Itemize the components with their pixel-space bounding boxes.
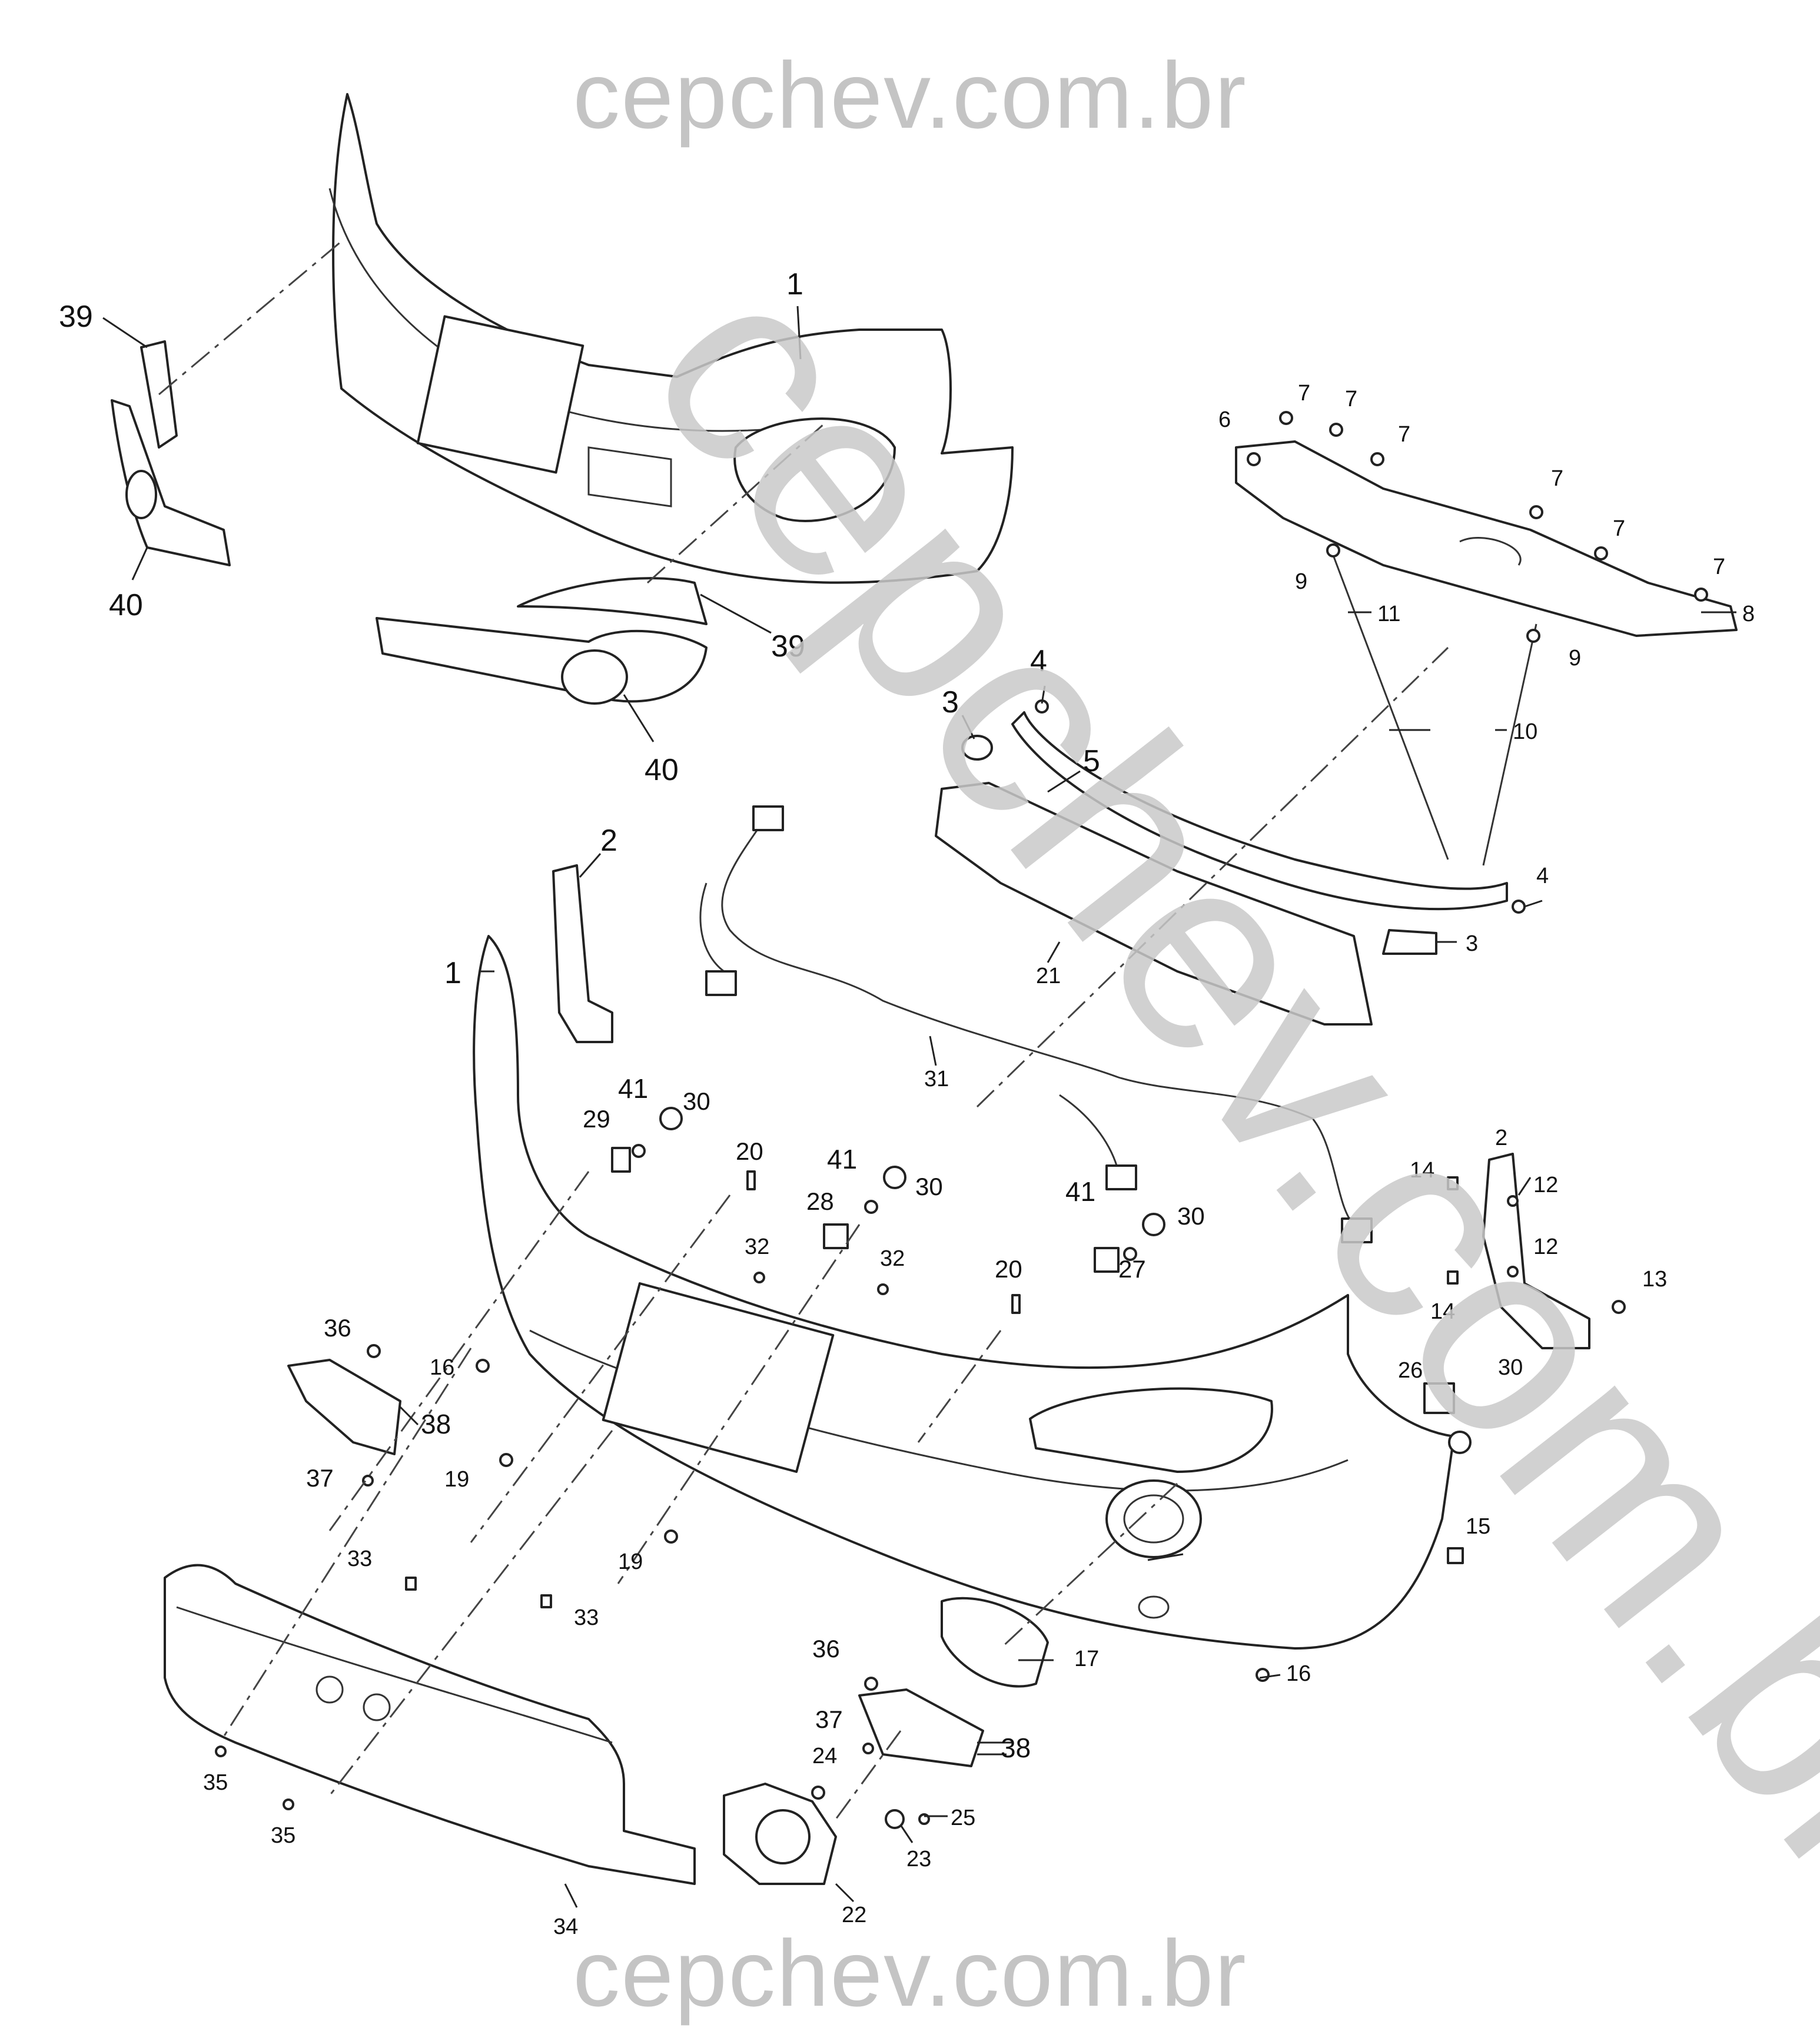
- wiring-harness: [699, 805, 1373, 1243]
- callout-11: 11: [1377, 602, 1400, 626]
- callout-1: 1: [786, 267, 803, 301]
- callout-5: 5: [1083, 744, 1100, 778]
- right-lower-bracket: [858, 1688, 984, 1767]
- callout-1: 1: [444, 956, 461, 990]
- left-side-bracket: [552, 864, 613, 1043]
- callout-33: 33: [574, 1605, 599, 1630]
- callout-36: 36: [324, 1314, 351, 1342]
- callout-30: 30: [915, 1173, 943, 1200]
- callout-7: 7: [1345, 387, 1357, 412]
- callout-34: 34: [553, 1914, 578, 1939]
- callout-22: 22: [842, 1903, 866, 1927]
- callout-8: 8: [1742, 602, 1755, 626]
- callout-7: 7: [1398, 422, 1410, 447]
- callout-2: 2: [600, 824, 617, 858]
- alignment-lines: [158, 240, 1449, 1820]
- callout-35: 35: [203, 1770, 228, 1795]
- callout-10: 10: [1513, 719, 1537, 744]
- lower-valance: [164, 1564, 696, 1885]
- callout-37: 37: [815, 1705, 843, 1733]
- callout-38: 38: [1001, 1733, 1031, 1763]
- energy-absorber: [935, 782, 1373, 1026]
- callout-40: 40: [645, 753, 679, 787]
- right-grille-trim-upper: [517, 577, 708, 625]
- callout-16: 16: [1286, 1661, 1311, 1686]
- callout-3: 3: [942, 685, 959, 719]
- callout-12: 12: [1533, 1173, 1558, 1197]
- leader-lines: [102, 306, 1736, 1908]
- callout-33: 33: [347, 1547, 372, 1571]
- callout-20: 20: [736, 1137, 763, 1165]
- callout-40: 40: [109, 588, 143, 622]
- callout-27: 27: [1118, 1255, 1146, 1283]
- front-bumper-fascia: [473, 935, 1455, 1650]
- fog-lamp-assembly: [723, 1783, 837, 1885]
- callout-38: 38: [421, 1409, 451, 1439]
- upper-bumper-fascia: [328, 93, 1014, 584]
- callout-29: 29: [583, 1105, 610, 1133]
- callout-20: 20: [995, 1255, 1022, 1283]
- callout-35: 35: [271, 1823, 295, 1848]
- bumper-pads: [961, 735, 1437, 955]
- callout-25: 25: [951, 1806, 975, 1830]
- callout-4: 4: [1536, 864, 1549, 888]
- callout-labels: 1 39 40 39 40 6 7 7 7 7 7 7 8 9 9 11 10 …: [59, 267, 1755, 1939]
- callout-30: 30: [683, 1087, 710, 1115]
- upper-air-deflector: [1235, 440, 1738, 637]
- callout-31: 31: [924, 1067, 949, 1091]
- support-rods: [1329, 547, 1537, 866]
- callout-24: 24: [812, 1744, 837, 1768]
- callout-23: 23: [906, 1847, 931, 1872]
- callout-37: 37: [306, 1464, 334, 1492]
- callout-9: 9: [1295, 569, 1307, 594]
- watermark-top: cepchev.com.br: [573, 42, 1247, 148]
- callout-32: 32: [880, 1246, 905, 1271]
- callout-7: 7: [1551, 466, 1563, 491]
- right-grille-lower-fog-bezel: [376, 617, 708, 705]
- callout-15: 15: [1466, 1514, 1490, 1539]
- bumper-reinforcement-bar: [1011, 711, 1508, 911]
- callout-26: 26: [1398, 1358, 1423, 1383]
- callout-2: 2: [1495, 1126, 1507, 1150]
- callout-13: 13: [1642, 1267, 1667, 1292]
- callout-7: 7: [1613, 516, 1625, 541]
- callout-41: 41: [1065, 1176, 1095, 1207]
- callout-32: 32: [745, 1235, 769, 1259]
- callout-39: 39: [771, 629, 805, 663]
- callout-7: 7: [1713, 555, 1725, 579]
- callout-30: 30: [1177, 1202, 1205, 1230]
- callout-36: 36: [812, 1635, 840, 1663]
- callout-3: 3: [1466, 931, 1478, 956]
- fog-lamp-bezel: [941, 1597, 1049, 1688]
- callout-14: 14: [1410, 1158, 1434, 1183]
- callout-14: 14: [1430, 1299, 1455, 1324]
- callout-12: 12: [1533, 1235, 1558, 1259]
- callout-41: 41: [827, 1144, 857, 1174]
- callout-6: 6: [1218, 407, 1231, 432]
- callout-17: 17: [1074, 1647, 1099, 1671]
- left-lower-bracket: [287, 1359, 401, 1455]
- callout-19: 19: [618, 1549, 643, 1574]
- callout-28: 28: [806, 1187, 834, 1215]
- callout-9: 9: [1569, 646, 1581, 671]
- callout-16: 16: [430, 1355, 454, 1380]
- callout-21: 21: [1036, 964, 1061, 988]
- callout-41: 41: [618, 1073, 648, 1104]
- callout-4: 4: [1030, 644, 1047, 678]
- watermark-bottom: cepchev.com.br: [573, 1920, 1247, 2026]
- callout-7: 7: [1298, 381, 1310, 406]
- left-grille-lower: [111, 399, 231, 566]
- callout-30: 30: [1498, 1355, 1523, 1380]
- callout-19: 19: [444, 1467, 469, 1492]
- callout-39: 39: [59, 300, 93, 334]
